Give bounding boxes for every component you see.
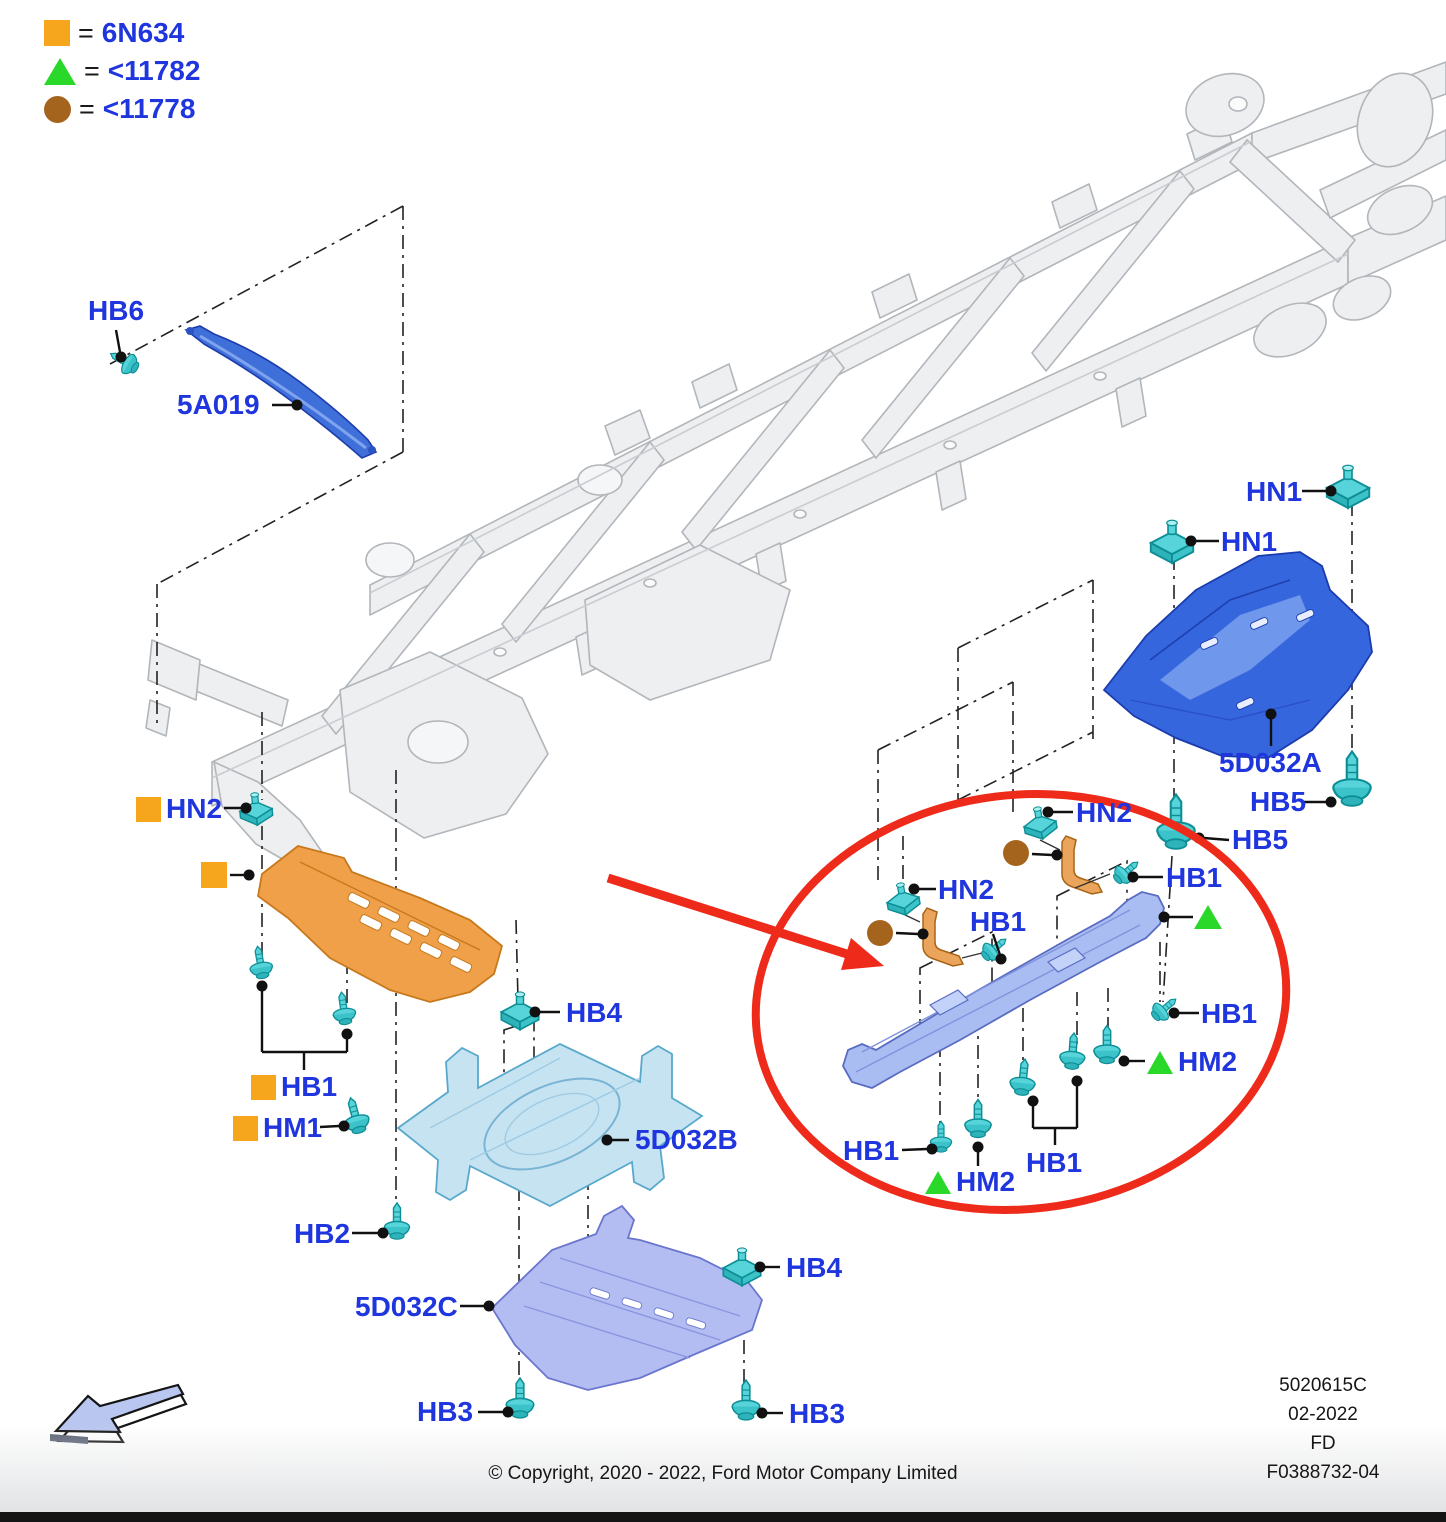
callout-hm2[interactable]: HM2 xyxy=(1147,1047,1237,1077)
leader-dots xyxy=(115,351,1337,1419)
callout-hb5[interactable]: HB5 xyxy=(1232,824,1289,855)
highlight-annotation xyxy=(606,790,1291,1214)
callout-hb5[interactable]: HB5 xyxy=(1250,786,1307,817)
copyright-notice: © Copyright, 2020 - 2022, Ford Motor Com… xyxy=(488,1463,958,1484)
chassis-frame-illustration xyxy=(145,61,1446,869)
callout-5a019[interactable]: 5A019 xyxy=(177,389,260,420)
part-5d032c-shield xyxy=(490,1204,764,1391)
fastener-hb3-bolt xyxy=(731,1379,761,1421)
callout-5d032b[interactable]: 5D032B xyxy=(635,1124,738,1155)
running-board-support-assembly xyxy=(842,891,1165,1089)
callout-hb3[interactable]: HB3 xyxy=(417,1396,474,1427)
callout-hb1[interactable]: HB1 xyxy=(251,1072,337,1102)
legend: = 6N634 = <11782 = <11778 xyxy=(44,14,200,128)
brown-circle-marker xyxy=(867,920,893,946)
market-code: FD xyxy=(1310,1433,1336,1454)
brown-circle-marker xyxy=(1003,840,1029,866)
callout-hb1[interactable]: HB1 xyxy=(1026,1147,1083,1178)
callout-hb4[interactable]: HB4 xyxy=(786,1252,843,1283)
legend-equals: = xyxy=(84,55,100,86)
highlight-arrow-head xyxy=(841,938,884,970)
highlight-ellipse xyxy=(751,790,1291,1214)
fastener-hm2-bolt xyxy=(1093,1024,1121,1065)
callout-hb6[interactable]: HB6 xyxy=(88,295,145,326)
part-air-deflector-orange xyxy=(257,845,504,1003)
fastener-hb1-bolt xyxy=(1058,1031,1088,1071)
fastener-hb1-bolt xyxy=(1008,1057,1039,1098)
sheet-number: 5020615C xyxy=(1279,1375,1367,1396)
legend-row-11778: = <11778 xyxy=(44,90,200,128)
callout-hm1[interactable]: HM1 xyxy=(233,1113,322,1143)
fastener-hb1-bolt xyxy=(245,943,275,981)
window-bottom-edge xyxy=(0,1512,1446,1522)
orange-square-icon xyxy=(44,20,70,46)
callout-5d032c[interactable]: 5D032C xyxy=(355,1291,458,1322)
figure-number: F0388732-04 xyxy=(1266,1462,1380,1483)
green-triangle-icon xyxy=(44,57,76,85)
legend-code-11778[interactable]: <11778 xyxy=(102,93,196,124)
brown-circle-icon xyxy=(44,95,71,123)
part-5a019-stabilizer-bar xyxy=(184,325,378,459)
green-triangle-marker xyxy=(1194,905,1222,929)
callout-hb1[interactable]: HB1 xyxy=(1201,998,1258,1029)
callout-hn2[interactable]: HN2 xyxy=(1076,797,1133,828)
fastener-hm2-bolt xyxy=(964,1098,992,1139)
green-triangle-icon xyxy=(1147,1050,1173,1074)
callout-hb1[interactable]: HB1 xyxy=(843,1135,900,1166)
legend-equals: = xyxy=(79,93,95,124)
green-triangle-icon xyxy=(925,1170,951,1194)
callout-5d032a[interactable]: 5D032A xyxy=(1219,747,1322,778)
callout-hn2[interactable]: HN2 xyxy=(938,874,995,905)
legend-equals: = xyxy=(78,17,94,48)
callout-hm2[interactable]: HM2 xyxy=(925,1167,1015,1197)
callout-hn1[interactable]: HN1 xyxy=(1221,526,1278,557)
diagram-markers xyxy=(201,840,1222,946)
fastener-hb1-bolt xyxy=(1108,853,1145,889)
fastener-hb5-bolt xyxy=(1332,750,1372,807)
callout-hb1[interactable]: HB1 xyxy=(1166,862,1223,893)
callout-hb4[interactable]: HB4 xyxy=(566,997,623,1028)
orange-square-icon xyxy=(136,796,161,822)
legend-row-11782: = <11782 xyxy=(44,52,200,90)
callout-hb2[interactable]: HB2 xyxy=(294,1218,351,1249)
legend-row-6n634: = 6N634 xyxy=(44,14,200,52)
page-bottom-gradient xyxy=(0,1425,1446,1512)
orange-square-marker xyxy=(201,862,227,888)
leader-lines xyxy=(114,329,1326,1415)
callout-hb3[interactable]: HB3 xyxy=(789,1398,846,1429)
callout-hn2[interactable]: HN2 xyxy=(136,794,222,824)
legend-code-11782[interactable]: <11782 xyxy=(107,55,201,86)
orange-square-icon xyxy=(251,1074,276,1100)
part-5d032b-shield xyxy=(396,1042,704,1208)
highlight-arrow-shaft xyxy=(606,873,852,960)
part-5d032a-shield xyxy=(1102,551,1373,759)
fastener-hb1-bolt xyxy=(329,989,358,1027)
revision-date: 02-2022 xyxy=(1288,1404,1358,1425)
callout-hb1[interactable]: HB1 xyxy=(970,906,1027,937)
orange-square-icon xyxy=(233,1115,258,1141)
document-info: 5020615C 02-2022 FD F0388732-04 xyxy=(1235,1371,1411,1487)
mount-bracket-orange-upper xyxy=(1061,835,1104,895)
callout-hn1[interactable]: HN1 xyxy=(1246,476,1303,507)
legend-code-6n634[interactable]: 6N634 xyxy=(101,17,185,48)
mount-bracket-orange-lower xyxy=(922,907,965,967)
